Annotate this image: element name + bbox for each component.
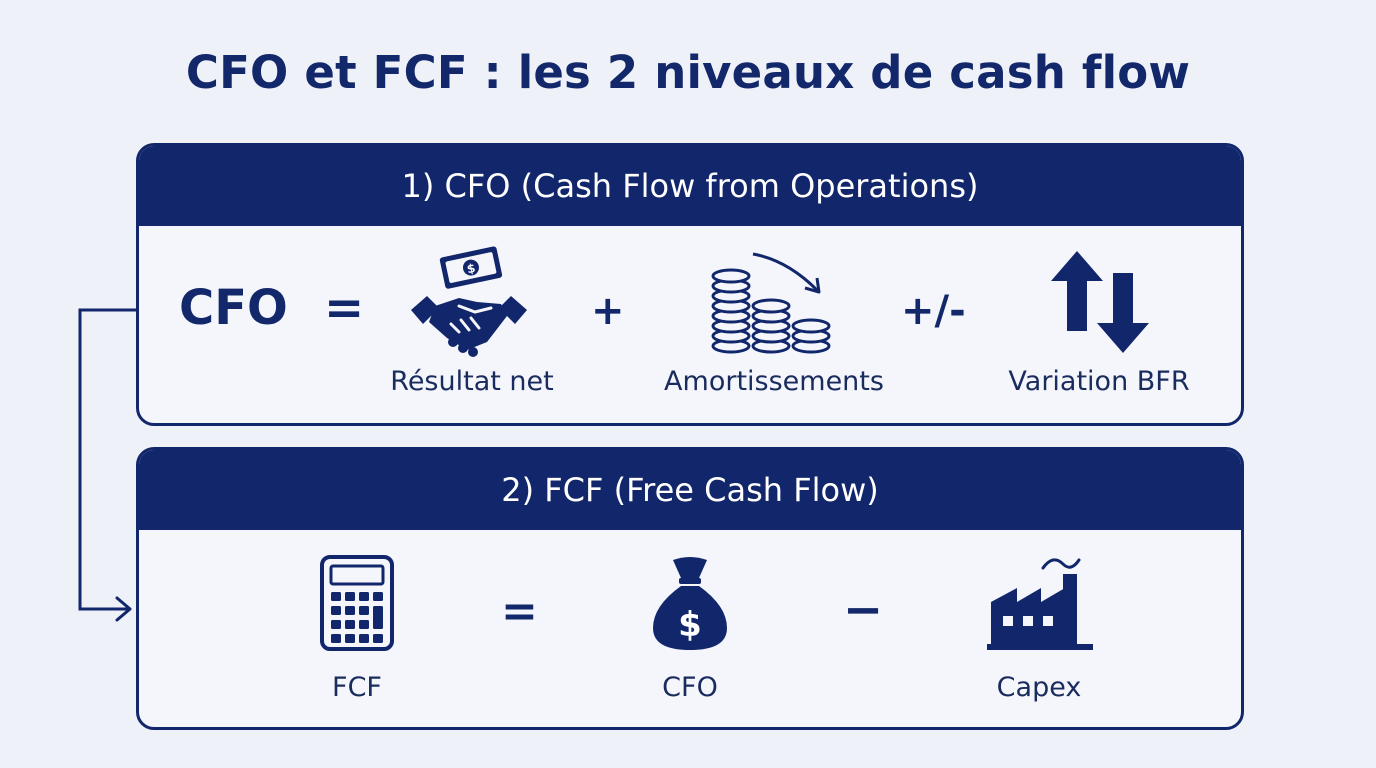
- calculator-icon: [319, 554, 395, 652]
- handshake-money-icon: $: [407, 246, 531, 360]
- cfo-equals-sign: =: [324, 280, 365, 336]
- cfo-item-label-wc-change: Variation BFR: [1008, 366, 1190, 397]
- fcf-item-label-capex: Capex: [996, 672, 1082, 703]
- cfo-formula-lhs: CFO: [179, 280, 288, 336]
- cfo-panel-header: 1) CFO (Cash Flow from Operations): [139, 146, 1241, 226]
- fcf-panel-header: 2) FCF (Free Cash Flow): [139, 450, 1241, 530]
- svg-text:$: $: [678, 605, 702, 645]
- fcf-minus-sign: −: [843, 582, 884, 638]
- fcf-panel: 2) FCF (Free Cash Flow): [136, 447, 1244, 730]
- cfo-item-label-net-income: Résultat net: [390, 366, 554, 397]
- cfo-plus-sign: +: [591, 288, 625, 334]
- cfo-plus-minus-sign: +/-: [901, 288, 966, 334]
- svg-text:$: $: [466, 261, 477, 276]
- cfo-panel: 1) CFO (Cash Flow from Operations) CFO =…: [136, 143, 1244, 426]
- factory-icon: [987, 552, 1093, 652]
- coin-stacks-down-icon: [707, 246, 837, 356]
- cfo-item-label-depreciation: Amortissements: [664, 366, 884, 397]
- fcf-equals-sign: =: [501, 586, 538, 637]
- page-title: CFO et FCF : les 2 niveaux de cash flow: [185, 46, 1191, 99]
- money-bag-icon: $: [647, 554, 733, 652]
- fcf-item-label-fcf: FCF: [332, 672, 382, 703]
- up-down-arrows-icon: [1047, 249, 1153, 355]
- fcf-item-label-cfo: CFO: [662, 672, 718, 703]
